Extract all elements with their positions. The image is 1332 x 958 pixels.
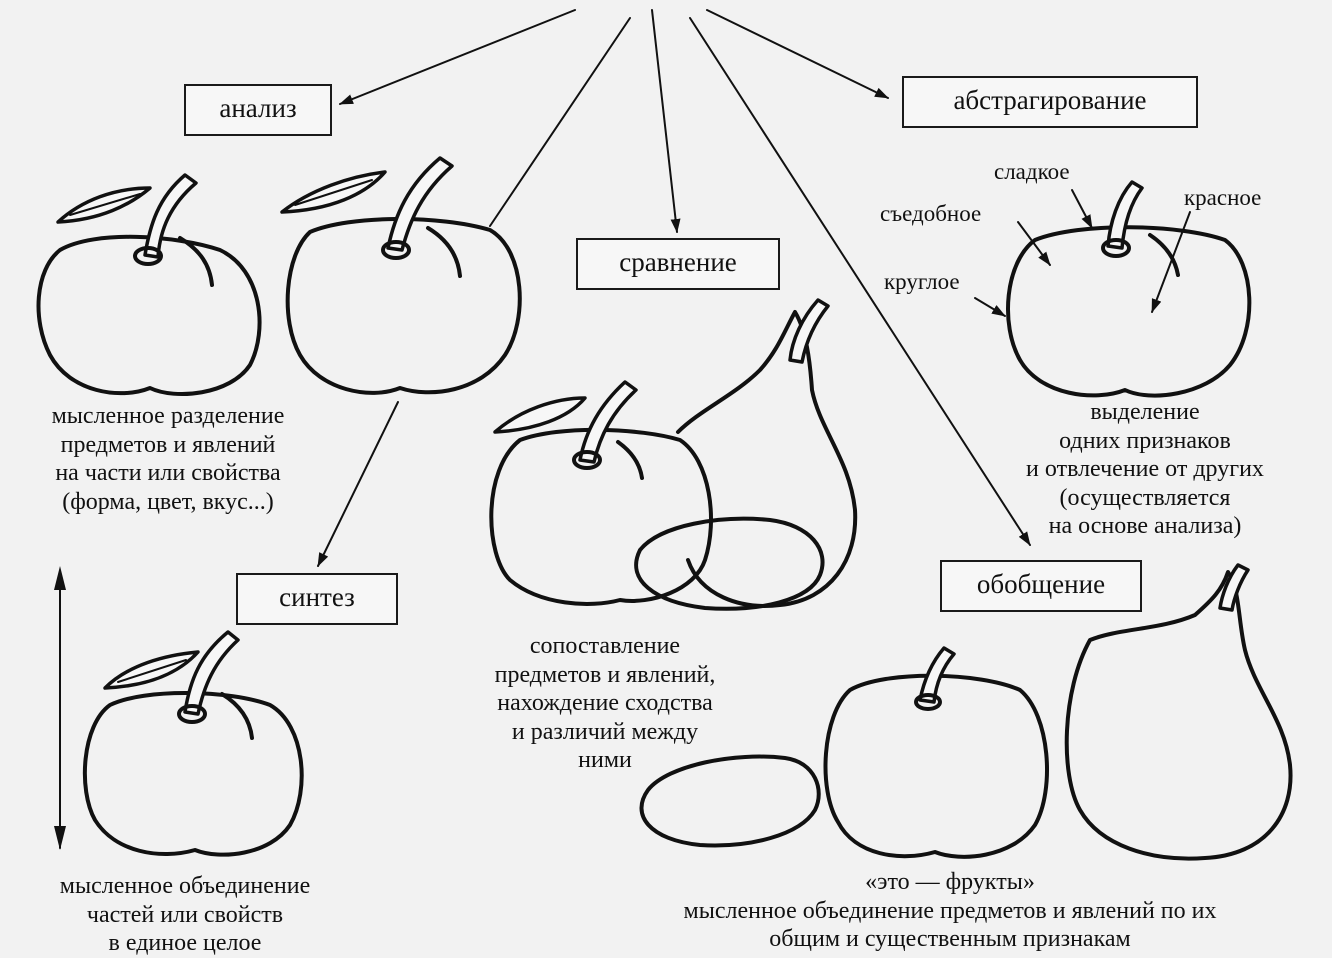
caption-line: «это — фрукты» — [865, 869, 1035, 895]
caption-line: ними — [578, 747, 632, 773]
caption-line: сопоставление — [529, 633, 681, 659]
caption-line: одних признаков — [1059, 427, 1231, 454]
caption-line: (осуществляется — [1059, 484, 1231, 511]
caption-line: в единое целое — [108, 930, 262, 956]
caption-line: и отвлечение от других — [1026, 456, 1264, 482]
arrow-to-abstraction — [706, 9, 889, 99]
caption-analysis: мысленное разделение предметов и явлений… — [0, 402, 336, 516]
label-red: красное — [1184, 185, 1262, 210]
box-analysis: анализ — [184, 84, 332, 136]
label-round: круглое — [884, 269, 960, 294]
apple-abstraction — [974, 180, 1252, 398]
arrow-to-synthesis — [317, 401, 399, 567]
label-edible: съедобное — [880, 201, 982, 226]
generalization-fruits — [639, 563, 1293, 861]
caption-generalization: «это — фрукты» мысленное объединение пре… — [580, 868, 1320, 954]
apple-analysis-right — [280, 156, 522, 395]
comparison-fruits — [489, 298, 858, 611]
caption-comparison: сопоставление предметов и явлений, нахож… — [440, 632, 770, 775]
caption-line: мысленное объединение предметов и явлени… — [683, 897, 1217, 924]
arrow-to-generalization — [689, 17, 1031, 546]
caption-line: частей или свойств — [86, 901, 284, 928]
caption-line: предметов и явлений — [60, 431, 276, 458]
connector-arrows — [54, 9, 1031, 850]
caption-line: на части или свойства — [55, 460, 281, 486]
arrow-to-comparison — [651, 9, 681, 233]
caption-line: и различий между — [511, 718, 699, 745]
apple-synthesis — [82, 630, 304, 857]
box-comparison: сравнение — [576, 238, 780, 290]
caption-synthesis: мысленное объединение частей или свойств… — [0, 872, 370, 958]
caption-line: нахождение сходства — [497, 690, 713, 716]
caption-line: мысленное объединение — [59, 873, 311, 899]
caption-line: предметов и явлений, — [494, 661, 716, 688]
caption-line: выделение — [1090, 399, 1200, 425]
caption-line: общим и существенным признакам — [769, 926, 1131, 952]
label-sweet: сладкое — [994, 159, 1070, 184]
down-arrowhead — [54, 826, 66, 850]
box-generalization: обобщение — [940, 560, 1142, 612]
caption-line: на основе анализа) — [1048, 513, 1242, 539]
arrow-to-analysis — [339, 9, 576, 105]
apple-analysis-left — [36, 173, 262, 396]
line-to-apple — [489, 17, 631, 227]
caption-line: мысленное разделение — [51, 403, 285, 429]
box-abstraction: абстрагирование — [902, 76, 1198, 128]
caption-line: (форма, цвет, вкус...) — [62, 488, 274, 515]
box-synthesis: синтез — [236, 573, 398, 625]
up-arrowhead — [54, 566, 66, 590]
caption-abstraction: выделение одних признаков и отвлечение о… — [990, 398, 1300, 541]
